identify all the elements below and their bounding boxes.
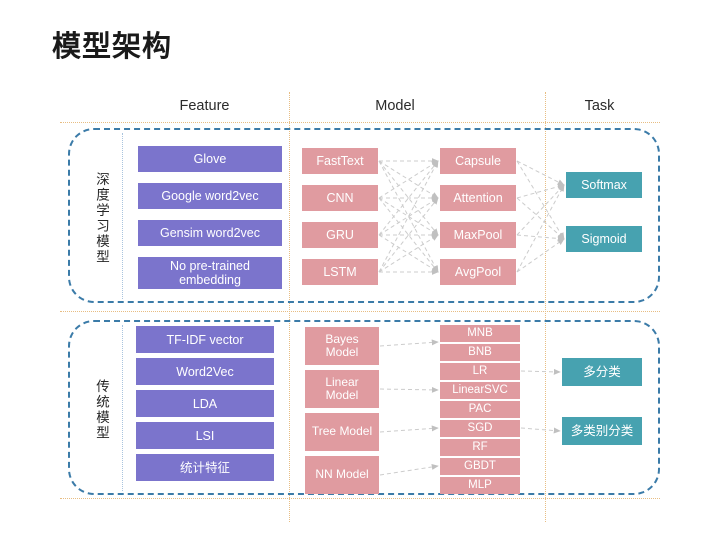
model-node-lr[interactable]: LR bbox=[440, 363, 520, 380]
task-node-multilabel[interactable]: 多类别分类 bbox=[562, 417, 642, 445]
model-node-maxpool[interactable]: MaxPool bbox=[440, 222, 516, 248]
model-node-bayes-model[interactable]: Bayes Model bbox=[305, 327, 379, 365]
model-node-gru[interactable]: GRU bbox=[302, 222, 378, 248]
feature-node-lsi[interactable]: LSI bbox=[136, 422, 274, 449]
model-node-bnb[interactable]: BNB bbox=[440, 344, 520, 361]
feature-node-tfidf-vector[interactable]: TF-IDF vector bbox=[136, 326, 274, 353]
section-label-traditional: 传统模型 bbox=[94, 378, 109, 441]
model-node-gbdt[interactable]: GBDT bbox=[440, 458, 520, 475]
model-node-capsule[interactable]: Capsule bbox=[440, 148, 516, 174]
feature-node-word2vec[interactable]: Word2Vec bbox=[136, 358, 274, 385]
column-header-model: Model bbox=[375, 98, 415, 114]
model-node-mlp[interactable]: MLP bbox=[440, 477, 520, 494]
model-node-pac[interactable]: PAC bbox=[440, 401, 520, 418]
model-node-rf[interactable]: RF bbox=[440, 439, 520, 456]
header-divider-rule bbox=[60, 122, 660, 123]
model-node-avgpool[interactable]: AvgPool bbox=[440, 259, 516, 285]
feature-node-google-word2vec[interactable]: Google word2vec bbox=[138, 183, 282, 209]
model-node-cnn[interactable]: CNN bbox=[302, 185, 378, 211]
model-node-nn-model[interactable]: NN Model bbox=[305, 456, 379, 494]
model-node-sgd[interactable]: SGD bbox=[440, 420, 520, 437]
model-node-fasttext[interactable]: FastText bbox=[302, 148, 378, 174]
section-container-deep-learning bbox=[68, 128, 660, 303]
section-label-deep-learning: 深度学习模型 bbox=[94, 171, 109, 265]
task-node-sigmoid[interactable]: Sigmoid bbox=[566, 226, 642, 252]
bottom-divider-rule bbox=[60, 498, 660, 499]
feature-node-lda[interactable]: LDA bbox=[136, 390, 274, 417]
model-node-mnb[interactable]: MNB bbox=[440, 325, 520, 342]
model-node-linear-model[interactable]: Linear Model bbox=[305, 370, 379, 408]
feature-node-no-pretrained-embedding[interactable]: No pre-trained embedding bbox=[138, 257, 282, 289]
feature-node-statistical-features[interactable]: 统计特征 bbox=[136, 454, 274, 481]
model-node-lstm[interactable]: LSTM bbox=[302, 259, 378, 285]
feature-node-gensim-word2vec[interactable]: Gensim word2vec bbox=[138, 220, 282, 246]
column-header-feature: Feature bbox=[179, 98, 230, 114]
model-node-tree-model[interactable]: Tree Model bbox=[305, 413, 379, 451]
section-label-separator-bottom bbox=[122, 325, 123, 491]
column-divider-model-task bbox=[545, 92, 546, 522]
page-title: 模型架构 bbox=[52, 31, 173, 63]
feature-node-glove[interactable]: Glove bbox=[138, 146, 282, 172]
section-divider-rule bbox=[60, 311, 660, 312]
task-node-multiclass[interactable]: 多分类 bbox=[562, 358, 642, 386]
task-node-softmax[interactable]: Softmax bbox=[566, 172, 642, 198]
section-label-separator-top bbox=[122, 133, 123, 299]
column-header-task: Task bbox=[584, 98, 615, 114]
section-container-traditional bbox=[68, 320, 660, 495]
model-node-attention[interactable]: Attention bbox=[440, 185, 516, 211]
column-divider-feature-model bbox=[289, 92, 290, 522]
model-node-linearsvc[interactable]: LinearSVC bbox=[440, 382, 520, 399]
